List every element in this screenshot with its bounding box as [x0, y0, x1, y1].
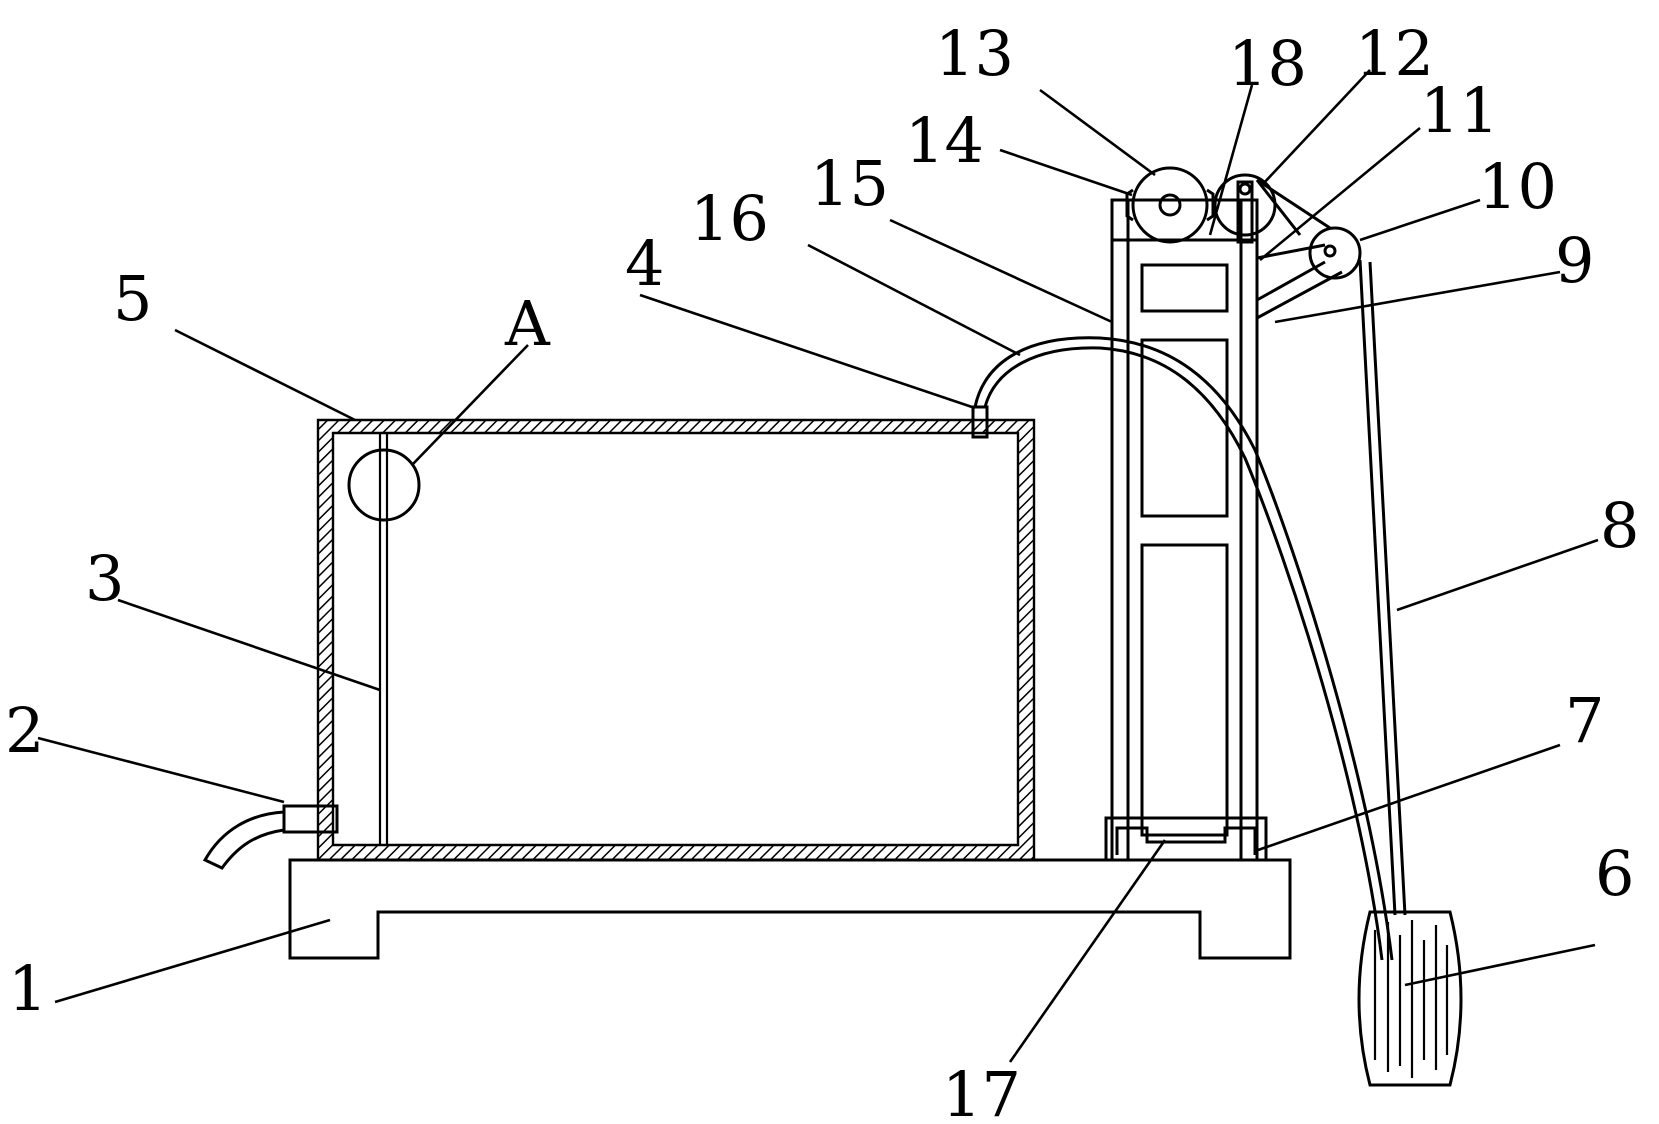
- support-frame: [1110, 198, 1259, 862]
- label-8: 8: [1600, 489, 1639, 562]
- label-10: 10: [1478, 150, 1557, 223]
- label-7: 7: [1565, 684, 1604, 757]
- inlet-connector: [971, 405, 989, 439]
- label-4: 4: [625, 227, 664, 300]
- label-1: 1: [8, 952, 47, 1025]
- label-17: 17: [942, 1058, 1021, 1124]
- leader-lines: [37, 69, 1599, 1063]
- label-13: 13: [935, 17, 1014, 90]
- label-12: 12: [1355, 17, 1434, 90]
- bottom-clamp: [1104, 816, 1268, 862]
- label-11: 11: [1420, 74, 1499, 147]
- label-2: 2: [5, 694, 44, 767]
- label-9: 9: [1555, 224, 1594, 297]
- outlet-valve: [202, 804, 339, 870]
- label-18: 18: [1228, 27, 1307, 100]
- base: [288, 858, 1292, 960]
- cable: [1358, 259, 1407, 916]
- pulley-assembly: [1125, 166, 1277, 244]
- label-16: 16: [690, 182, 769, 255]
- detail-circle-a: [347, 448, 421, 522]
- label-6: 6: [1595, 837, 1634, 910]
- weight: [1357, 910, 1463, 1087]
- label-15: 15: [810, 147, 889, 220]
- partition: [378, 433, 389, 845]
- label-5: 5: [113, 262, 152, 335]
- hose: [973, 336, 1394, 961]
- tank: [316, 418, 1036, 862]
- label-A: A: [504, 287, 551, 360]
- label-3: 3: [85, 542, 124, 615]
- arm: [1255, 178, 1362, 320]
- label-14: 14: [905, 104, 984, 177]
- reference-numerals: 1 2 3 4 5 6 7 8 9 10 11 12 13 14 15 16 1…: [5, 17, 1639, 1124]
